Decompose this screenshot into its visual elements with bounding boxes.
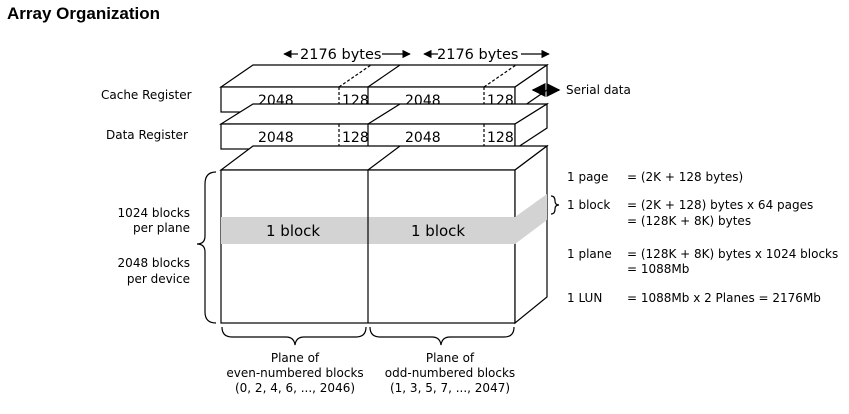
data-register-spare-1: 128 [342,130,369,146]
data-register [218,102,550,151]
blocks-per-plane-line2: per plane [133,221,190,235]
left-brace [196,171,217,324]
spec-plane-value-2: = 1088Mb [627,262,689,276]
data-register-spare-2: 128 [487,130,514,146]
data-register-cell-1: 2048 [258,130,294,146]
cache-register-label: Cache Register [101,88,192,102]
blocks-per-device-line2: per device [127,272,190,286]
even-plane-line2: even-numbered blocks [226,366,363,380]
spec-block-value-2: = (128K + 8K) bytes [627,214,751,228]
odd-plane-line2: odd-numbered blocks [385,366,515,380]
data-register-label: Data Register [106,128,188,142]
block-label-left: 1 block [266,222,320,240]
spec-block-value-1: = (2K + 128) bytes x 64 pages [627,198,813,212]
odd-plane-line1: Plane of [426,351,475,365]
even-plane-line1: Plane of [271,351,320,365]
spec-lun-value: = 1088Mb x 2 Planes = 2176Mb [627,291,821,305]
even-plane-brace [221,326,367,346]
spec-lun-name: 1 LUN [567,291,602,305]
spec-plane-value-1: = (128K + 8K) bytes x 1024 blocks [627,247,838,261]
dimension-left-label: 2176 bytes [300,47,381,63]
block-highlight-side [515,194,547,244]
page-title: Array Organization [7,4,161,23]
spec-plane-name: 1 plane [567,247,612,261]
data-register-cell-2: 2048 [405,130,441,146]
block-spec-brace [550,195,560,215]
spec-page-name: 1 page [567,170,608,184]
spec-block-name: 1 block [567,198,610,212]
block-label-right: 1 block [411,222,465,240]
serial-data-label: Serial data [566,83,631,97]
odd-plane-line3: (1, 3, 5, 7, ..., 2047) [390,381,510,395]
blocks-per-plane-line1: 1024 blocks [118,206,190,220]
even-plane-line3: (0, 2, 4, 6, ..., 2046) [235,381,355,395]
odd-plane-brace [369,326,515,346]
blocks-per-device-line1: 2048 blocks [118,256,190,270]
spec-page-value: = (2K + 128 bytes) [627,170,743,184]
dimension-right-label: 2176 bytes [437,47,518,63]
